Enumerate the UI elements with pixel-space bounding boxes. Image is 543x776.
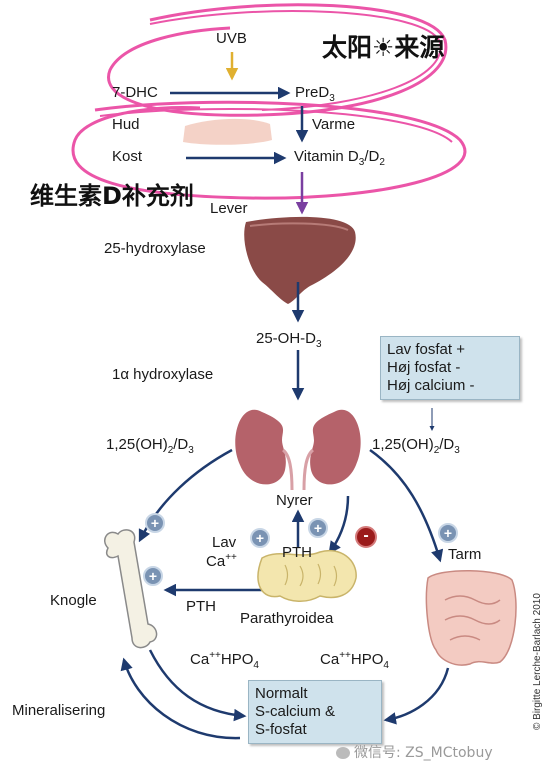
plus-badge-icon: +: [143, 566, 163, 586]
ca-label: Ca++: [206, 552, 237, 570]
knogle-label: Knogle: [50, 592, 97, 609]
regulation-line: Høj fosfat -: [387, 359, 461, 376]
sun-source-annotation: 太阳☀来源: [322, 33, 445, 62]
plus-badge-icon: +: [438, 523, 458, 543]
supplement-annotation: 维生素D补充剂: [30, 182, 194, 210]
wechat-icon: [336, 747, 350, 759]
minus-badge-icon: -: [355, 526, 377, 548]
result-line: Normalt: [255, 685, 308, 702]
1a-hydroxylase-label: 1α hydroxylase: [112, 366, 214, 383]
25-hydroxylase-label: 25-hydroxylase: [104, 240, 206, 257]
skin-icon: [183, 118, 272, 145]
regulation-box: Lav fosfat + Høj fosfat - Høj calcium -: [380, 336, 520, 400]
pth-left-label: PTH: [186, 598, 216, 615]
dihydroxy-d3-right-label: 1,25(OH)2/D3: [372, 436, 460, 456]
parathyroid-icon: [257, 549, 357, 602]
kidney-to-intestine-arrow: [369, 448, 444, 563]
7-dhc-label: 7-DHC: [112, 84, 158, 101]
hud-label: Hud: [112, 116, 140, 133]
kost-label: Kost: [112, 148, 143, 165]
result-to-bone-arrow: [120, 657, 241, 740]
25-oh-d3-label: 25-OH-D3: [256, 330, 322, 350]
intestine-to-result-arrow: [383, 667, 450, 725]
kidney-to-parathyroid-arrow: [328, 495, 350, 555]
result-box: Normalt S-calcium & S-fosfat: [248, 680, 382, 744]
cahpo4-left-label: Ca++HPO4: [190, 650, 259, 671]
regulation-line: Høj calcium -: [387, 377, 475, 394]
kidneys-icon: [235, 409, 361, 491]
lever-label: Lever: [210, 200, 248, 217]
nyrer-label: Nyrer: [276, 492, 313, 509]
intestine-icon: [425, 570, 517, 666]
plus-badge-icon: +: [145, 513, 165, 533]
mineralisering-label: Mineralisering: [12, 702, 106, 719]
highlight-loops: [71, 3, 467, 200]
regulation-line: Lav fosfat +: [387, 341, 465, 358]
uvb-label: UVB: [216, 30, 247, 47]
cahpo4-right-label: Ca++HPO4: [320, 650, 389, 671]
vitamin-label: Vitamin D3/D2: [294, 148, 385, 168]
tarm-label: Tarm: [448, 546, 482, 563]
plus-badge-icon: +: [250, 528, 270, 548]
varme-label: Varme: [312, 116, 356, 133]
pred3-label: PreD3: [295, 84, 335, 104]
liver-icon: [244, 216, 356, 304]
result-line: S-calcium &: [255, 703, 336, 720]
lav-label: Lav: [212, 534, 237, 551]
pth-top-label: PTH: [282, 544, 312, 561]
bone-to-result-arrow: [148, 649, 247, 722]
parathyroidea-label: Parathyroidea: [240, 610, 334, 627]
plus-badge-icon: +: [308, 518, 328, 538]
copyright-text: © Birgitte Lerche-Barlach 2010: [532, 593, 543, 730]
watermark: 微信号: ZS_MCtobuy: [336, 742, 493, 762]
bone-icon: [104, 529, 158, 649]
dihydroxy-d3-left-label: 1,25(OH)2/D3: [106, 436, 194, 456]
copyright-container: © Birgitte Lerche-Barlach 2010: [522, 420, 543, 750]
result-line: S-fosfat: [255, 721, 307, 738]
